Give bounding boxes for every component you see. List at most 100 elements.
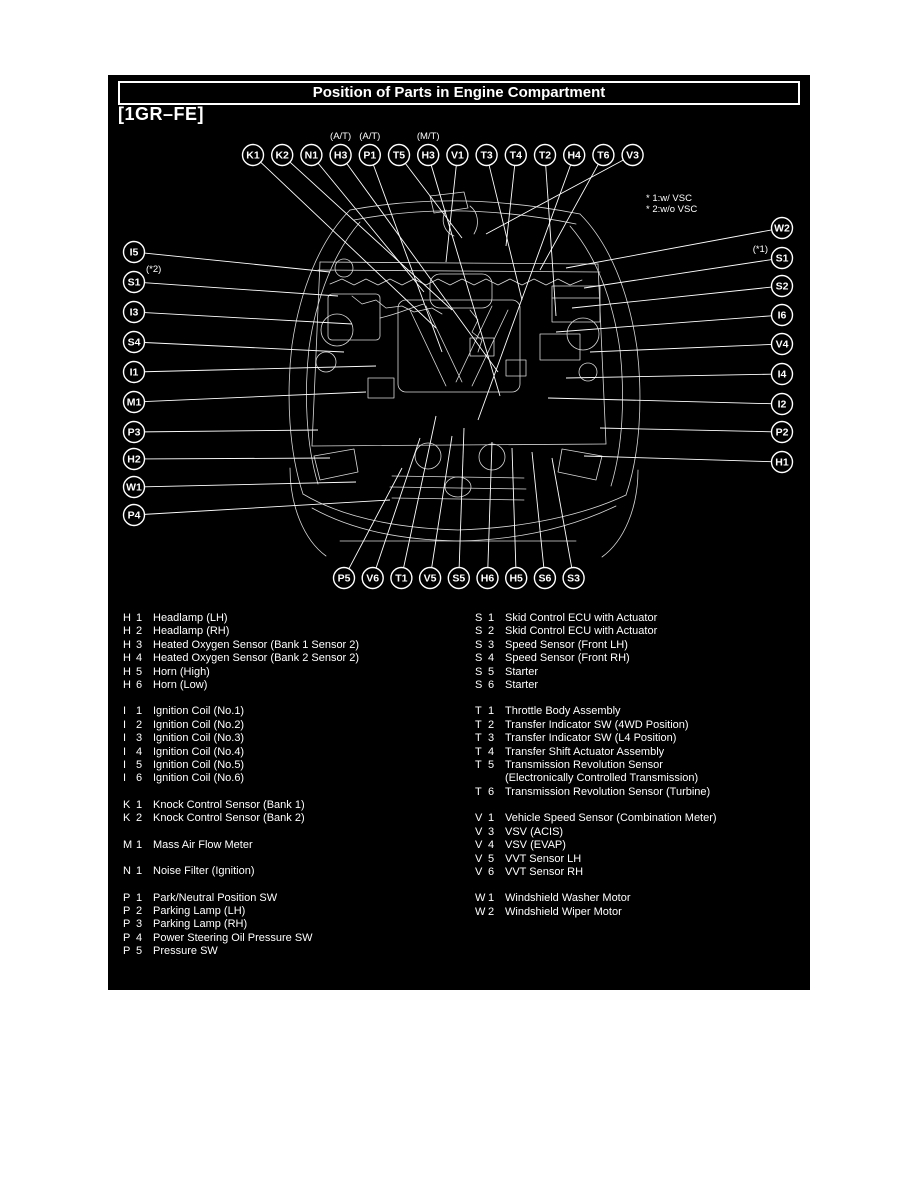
bumper: [302, 493, 627, 531]
legend-code: V: [475, 865, 483, 878]
callout-circle: [447, 566, 470, 590]
callout-circle: [390, 566, 413, 590]
legend-num: 1: [488, 812, 495, 825]
legend-code: V: [475, 852, 483, 865]
legend-desc: Speed Sensor (Front LH): [505, 638, 628, 651]
legend-desc: Ignition Coil (No.2): [153, 718, 245, 731]
callout-H1: H1: [770, 450, 794, 474]
callout-W1: W1: [122, 475, 146, 499]
callout-label: P4: [128, 510, 141, 522]
callout-circle: [332, 566, 356, 590]
legend-code: T: [475, 785, 482, 798]
legend-num: 2: [488, 625, 495, 638]
callout-V1: V1: [446, 143, 469, 167]
legend-code: S: [475, 612, 483, 624]
legend-desc: Throttle Body Assembly: [505, 705, 621, 718]
hose: [469, 309, 483, 353]
callout-V4: V4: [770, 332, 794, 356]
callout-circle: [122, 390, 146, 414]
legend-num: 3: [488, 732, 495, 745]
callout-label: K2: [275, 150, 289, 162]
leader-line-K1: [260, 161, 437, 329]
leader-line-H1: [583, 455, 772, 463]
legend-num: 5: [488, 665, 495, 678]
legend-code: I: [123, 759, 127, 772]
callout-I1: I1: [122, 360, 146, 384]
callout-label: S1: [128, 277, 141, 289]
leader-line-P5: [348, 467, 403, 569]
callout-circle: [770, 332, 794, 356]
callout-label: I1: [130, 367, 139, 379]
legend-row-continuation: (Electronically Controlled Transmission): [475, 772, 805, 785]
callout-label: T5: [393, 150, 405, 162]
wheel-arch-left: [289, 467, 327, 557]
cowl-line: [349, 200, 581, 215]
legend-code: H: [123, 679, 131, 692]
leader-line-W1: [144, 481, 357, 488]
callout-T6: T6: [592, 143, 615, 167]
callout-label: V4: [776, 339, 789, 351]
right-fender-inner: [569, 225, 623, 487]
leader-line-P4: [144, 499, 391, 515]
callout-circle: [122, 420, 146, 444]
leader-line-P2: [599, 427, 772, 433]
legend-num: 1: [488, 705, 495, 718]
callout-label: S5: [452, 573, 465, 585]
vsc-footnote: * 2:w/o VSC: [646, 204, 697, 215]
leader-line-M1: [144, 391, 367, 402]
legend-num: 6: [136, 772, 143, 785]
callout-label: W1: [126, 482, 142, 494]
callout-label: H4: [567, 150, 581, 162]
component-box: [505, 359, 527, 377]
legend-code: P: [123, 931, 131, 944]
bay-edge: [311, 261, 321, 447]
leader-line-S3: [551, 457, 573, 568]
callout-label: S4: [128, 337, 141, 349]
leader-line-T4: [505, 165, 516, 247]
legend-code: S: [475, 652, 483, 665]
legend-desc: Mass Air Flow Meter: [153, 838, 253, 851]
callout-T5: T5: [387, 143, 411, 167]
leader-line-V4: [589, 343, 772, 353]
legend-desc: Transmission Revolution Sensor: [505, 759, 663, 772]
callout-circle: [358, 143, 381, 167]
legend-num: 5: [136, 665, 143, 678]
leader-line-T3: [488, 165, 523, 301]
leader-line-H5: [511, 447, 517, 568]
leader-line-N1: [317, 162, 425, 293]
legend-num: 2: [136, 904, 143, 917]
legend-num: 2: [136, 812, 143, 825]
callout-circle: [387, 143, 411, 167]
callout-label: I6: [778, 310, 787, 322]
legend-num: 5: [136, 759, 143, 772]
legend-num: 6: [488, 865, 495, 878]
transmission-annotation: (M/T): [417, 131, 440, 142]
leader-line-V5: [431, 435, 453, 568]
callout-label: I5: [130, 247, 139, 259]
legend-desc: Ignition Coil (No.3): [153, 732, 245, 745]
wiring-harness: [329, 278, 583, 286]
callout-circle: [770, 450, 794, 474]
wheel-arch-right: [601, 469, 639, 558]
legend-num: 4: [488, 839, 495, 852]
transmission-annotation: (A/T): [359, 131, 380, 142]
callout-circle: [770, 216, 794, 240]
legend-num: 1: [488, 892, 495, 905]
callout-circle: [504, 143, 527, 167]
leader-line-V3: [485, 159, 624, 235]
legend-code: I: [123, 705, 127, 718]
callout-H4: H4: [563, 143, 586, 167]
